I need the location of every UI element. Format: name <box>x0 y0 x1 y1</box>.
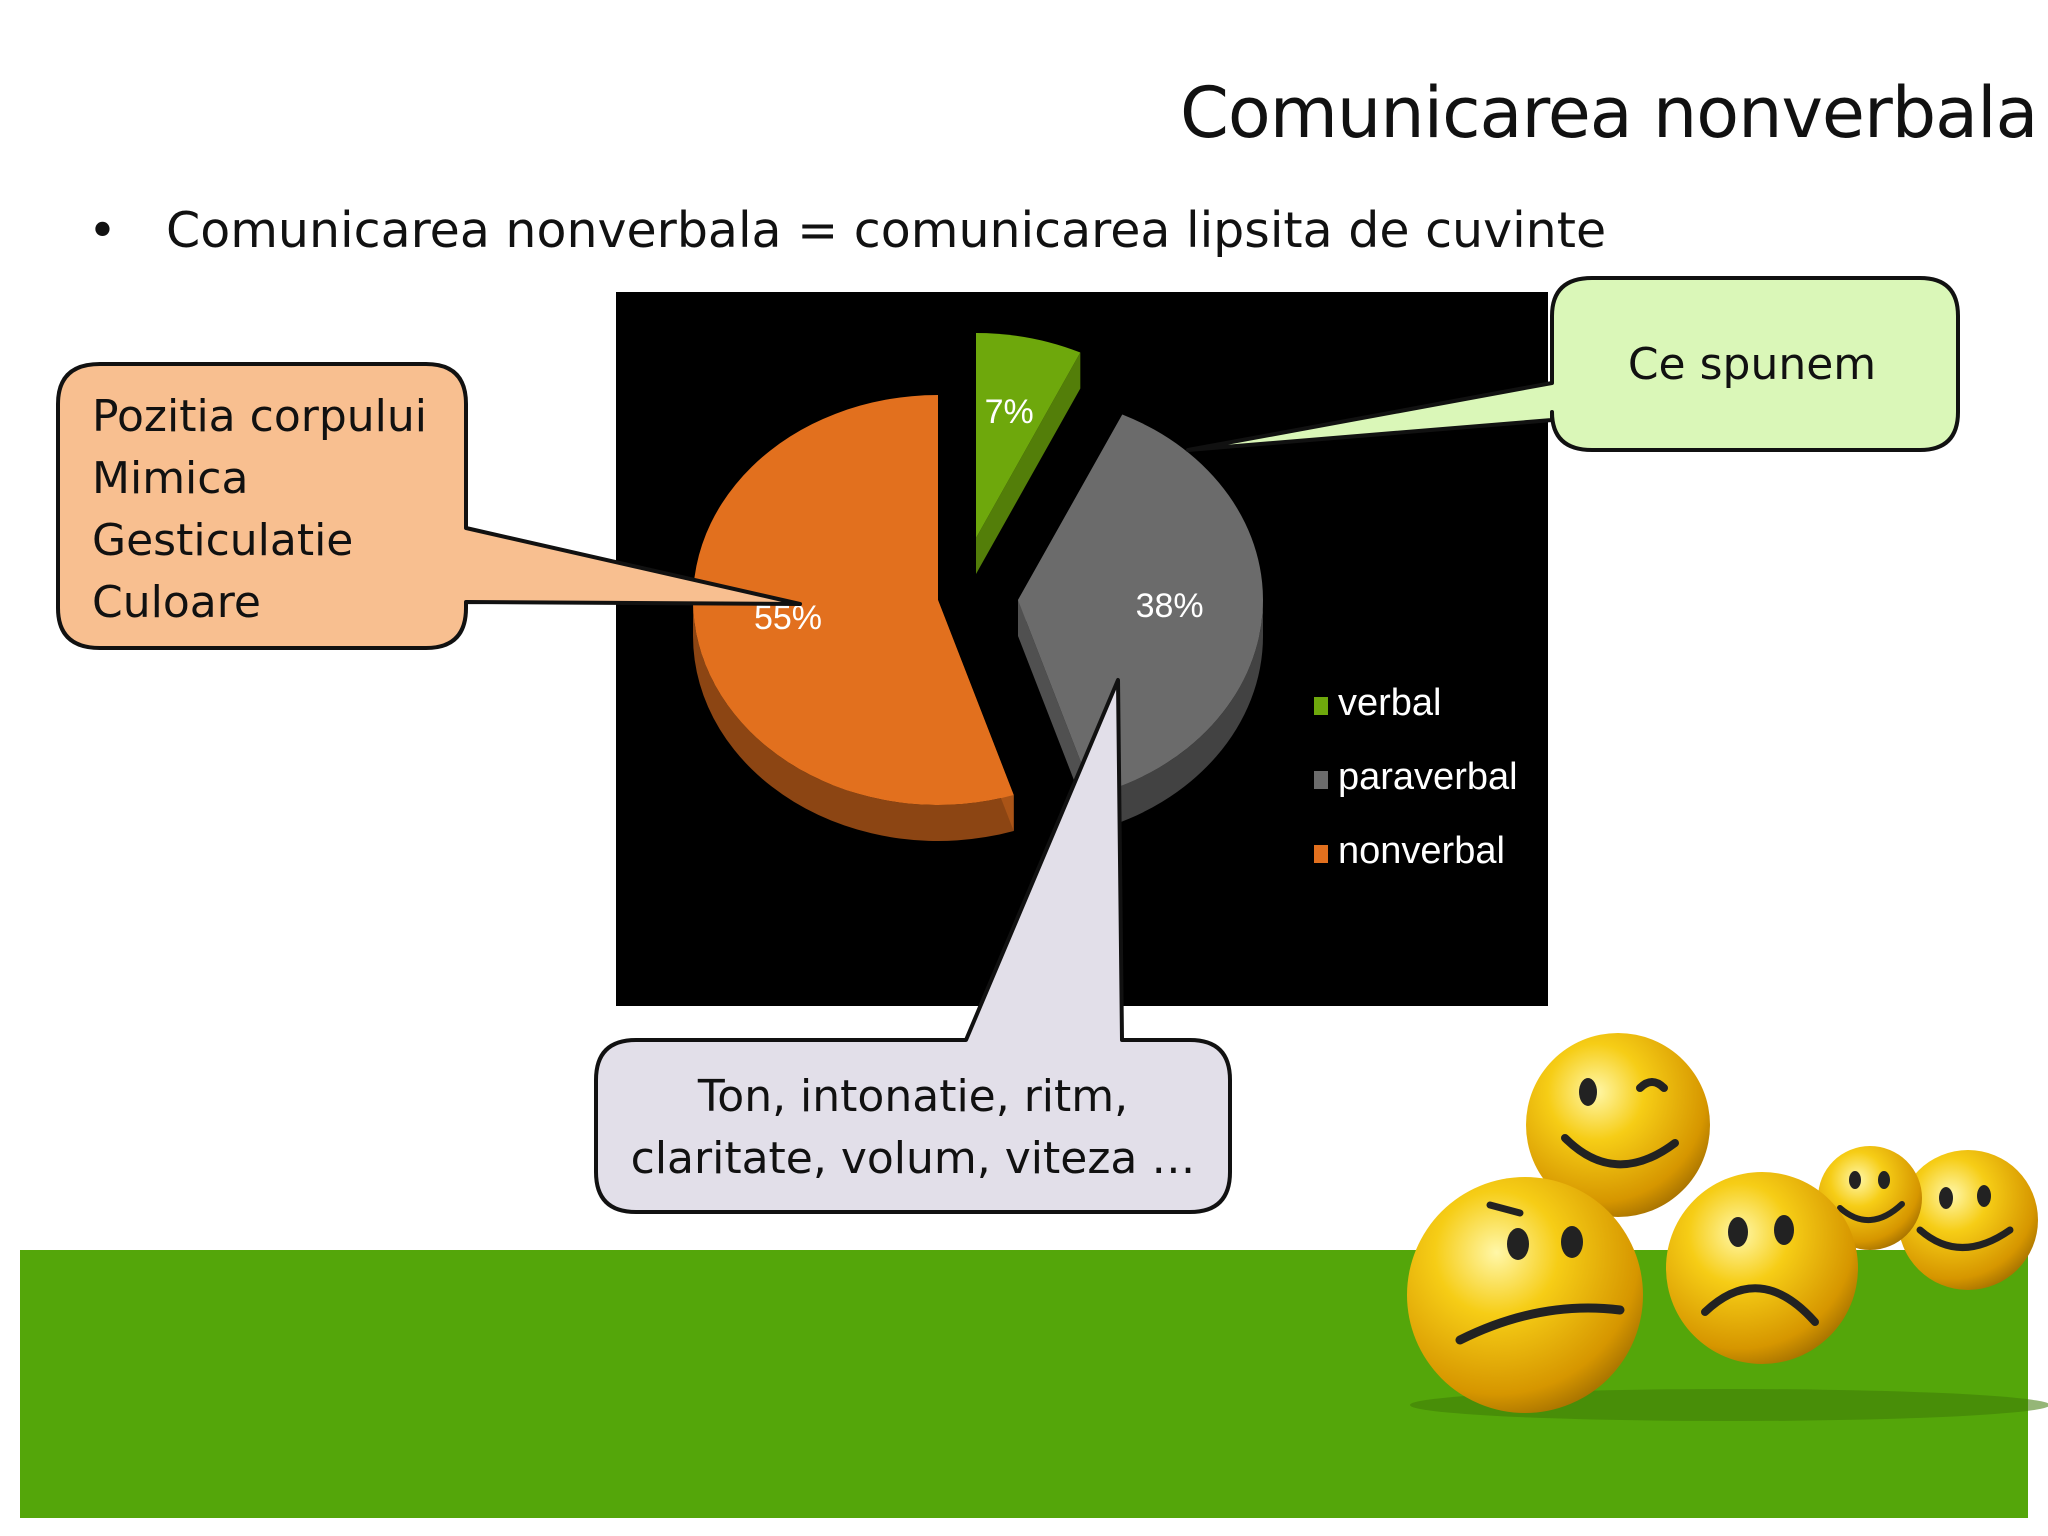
callout-line: Culoare <box>92 577 261 628</box>
legend-label-paraverbal: paraverbal <box>1338 756 1518 798</box>
legend-swatch-verbal <box>1314 697 1328 715</box>
smile-smiley-icon <box>1898 1150 2038 1290</box>
data-label-verbal: 7% <box>985 393 1034 431</box>
chart-legend: verbal paraverbal nonverbal <box>1314 682 1518 872</box>
callout-verbal-text: Ce spunem <box>1552 334 1952 396</box>
wink-smiley-icon <box>1526 1033 1710 1217</box>
callout-verbal-bubble <box>1186 276 1960 452</box>
confused-smiley-icon <box>1407 1177 1643 1413</box>
smiley-group <box>1407 1033 2048 1421</box>
callout-line: Ton, intonatie, ritm, <box>697 1071 1129 1122</box>
data-label-paraverbal: 38% <box>1136 587 1204 625</box>
pie-slices: 7%38%55% <box>693 333 1263 841</box>
bullet-dot: • <box>88 202 117 259</box>
callout-line: Ce spunem <box>1627 339 1877 390</box>
legend-swatch-paraverbal <box>1314 771 1328 789</box>
legend-label-nonverbal: nonverbal <box>1338 830 1505 872</box>
pie-slice-verbal <box>976 333 1081 538</box>
legend-label-verbal: verbal <box>1338 682 1442 724</box>
bullet-item: • Comunicarea nonverbala = comunicarea li… <box>88 202 1606 259</box>
frown-smiley-icon <box>1666 1172 1858 1364</box>
pie-edge-verbal <box>976 352 1081 574</box>
pie-edge-paraverbal <box>1018 600 1094 831</box>
callout-paraverbal-bubble <box>594 678 1232 1214</box>
legend-swatch-nonverbal <box>1314 845 1328 863</box>
pie-side-nonverbal <box>693 600 1014 841</box>
pie-slice-paraverbal <box>1018 414 1263 795</box>
callout-paraverbal-text: Ton, intonatie, ritm, claritate, volum, … <box>598 1066 1228 1190</box>
bullet-text: Comunicarea nonverbala = comunicarea lip… <box>166 202 1607 259</box>
callout-nonverbal-text: Pozitia corpului Mimica Gesticulatie Cul… <box>92 386 427 634</box>
callout-line: claritate, volum, viteza … <box>630 1133 1196 1184</box>
callout-line: Mimica <box>92 453 249 504</box>
pie-slice-nonverbal <box>693 395 1014 806</box>
callout-line: Gesticulatie <box>92 515 354 566</box>
callout-line: Pozitia corpului <box>92 391 427 442</box>
callout-nonverbal-bubble <box>56 362 802 650</box>
slide-title: Comunicarea nonverbala <box>1180 72 2038 154</box>
